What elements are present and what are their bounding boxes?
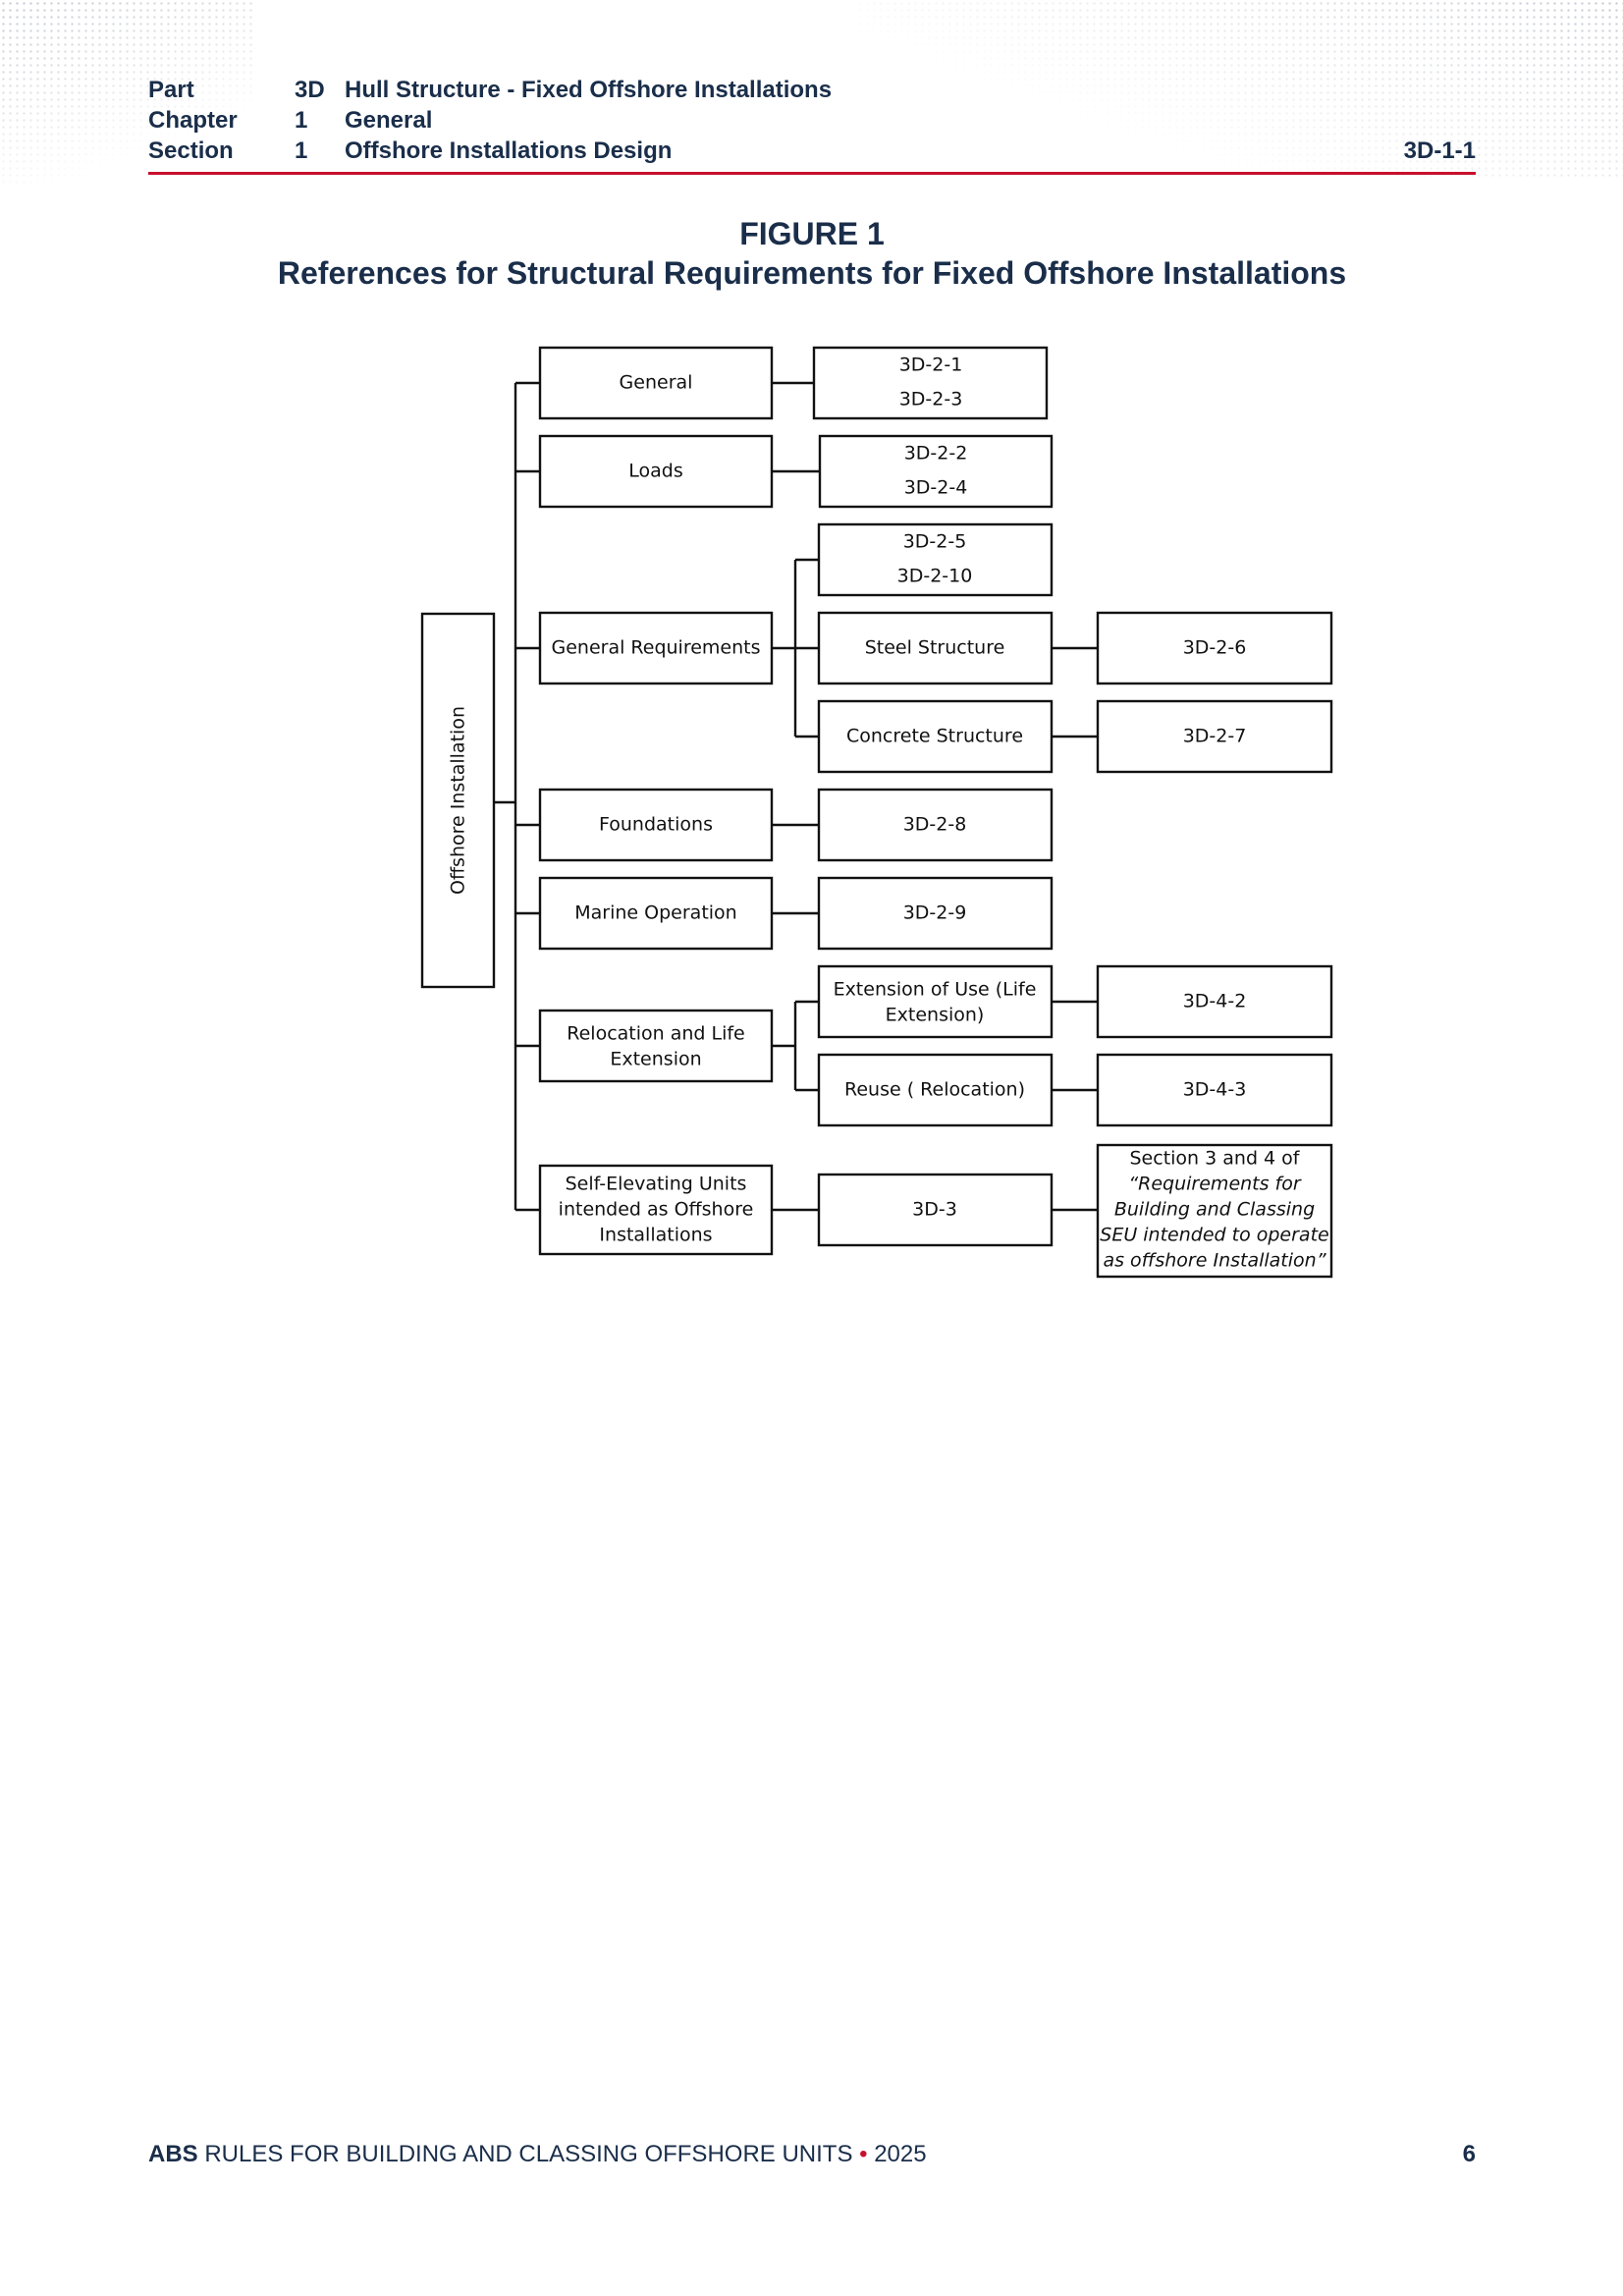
section-number: 1: [295, 137, 308, 164]
node-concrete-structure: Concrete Structure: [817, 699, 1054, 774]
node-marine-operation-label: Marine Operation: [574, 902, 736, 924]
part-title: Hull Structure - Fixed Offshore Installa…: [345, 77, 833, 103]
chapter-title: General: [345, 107, 433, 134]
node-loads: Loads: [538, 434, 774, 509]
seu-doc-line1: Section 3 and 4 of: [1130, 1148, 1301, 1170]
header-part-row: Part 3D Hull Structure - Fixed Offshore …: [148, 75, 1476, 105]
node-reuse-ref: 3D-4-3: [1096, 1053, 1333, 1127]
node-self-elevating-units: Self-Elevating Units intended as Offshor…: [538, 1164, 774, 1256]
node-reuse-relocation: Reuse ( Relocation): [817, 1053, 1054, 1127]
page-number: 6: [1462, 2141, 1476, 2167]
node-offshore-installation: Offshore Installation: [420, 612, 496, 989]
node-seu-label-line3: Installations: [599, 1225, 712, 1246]
ref-3d-2-8: 3D-2-8: [903, 814, 967, 836]
footer-brand: ABS: [148, 2141, 198, 2167]
section-title: Offshore Installations Design: [345, 137, 673, 164]
ref-3d-4-2: 3D-4-2: [1183, 991, 1247, 1012]
ref-3d-2-3: 3D-2-3: [899, 389, 963, 410]
figure-title: References for Structural Requirements f…: [277, 255, 1347, 291]
node-seu-label-line1: Self-Elevating Units: [566, 1174, 747, 1195]
node-general-refs: 3D-2-1 3D-2-3: [812, 346, 1049, 420]
node-extension-of-use-line1: Extension of Use (Life: [834, 979, 1037, 1001]
node-foundations-label: Foundations: [599, 814, 713, 836]
running-header: Part 3D Hull Structure - Fixed Offshore …: [148, 75, 1476, 166]
section-label: Section: [148, 137, 234, 164]
node-loads-refs: 3D-2-2 3D-2-4: [818, 434, 1054, 509]
chapter-label: Chapter: [148, 107, 238, 134]
node-relocation-life-extension: Relocation and Life Extension: [538, 1009, 774, 1083]
node-relocation-label-line2: Extension: [610, 1049, 701, 1070]
node-loads-label: Loads: [628, 461, 682, 482]
footer-separator: •: [859, 2141, 868, 2167]
ref-3d-2-5: 3D-2-5: [903, 531, 967, 553]
ref-3d-2-10: 3D-2-10: [897, 566, 973, 587]
node-extension-of-use-line2: Extension): [886, 1005, 985, 1026]
node-offshore-installation-label: Offshore Installation: [448, 706, 469, 895]
chapter-number: 1: [295, 107, 308, 134]
node-seu-label-line2: intended as Offshore: [559, 1199, 754, 1221]
node-extension-of-use-ref: 3D-4-2: [1096, 964, 1333, 1039]
footer-year: 2025: [867, 2141, 927, 2167]
node-general-requirements: General Requirements: [538, 611, 774, 685]
seu-doc-line4: SEU intended to operate: [1100, 1225, 1328, 1246]
header-rule: [148, 172, 1476, 175]
node-general-requirements-label: General Requirements: [551, 637, 760, 659]
node-concrete-ref: 3D-2-7: [1096, 699, 1333, 774]
ref-3d-2-4: 3D-2-4: [904, 477, 968, 499]
header-chapter-row: Chapter 1 General: [148, 105, 1476, 136]
seu-doc-line3: Building and Classing: [1114, 1199, 1315, 1221]
ref-3d-2-1: 3D-2-1: [899, 355, 963, 376]
part-label: Part: [148, 77, 194, 103]
ref-3d-2-6: 3D-2-6: [1183, 637, 1247, 659]
node-general: General: [538, 346, 774, 420]
part-number: 3D: [295, 77, 325, 103]
node-foundations: Foundations: [538, 788, 774, 862]
node-extension-of-use: Extension of Use (Life Extension): [817, 964, 1054, 1039]
node-seu-ref: 3D-3: [817, 1173, 1054, 1247]
node-general-label: General: [620, 372, 693, 394]
ref-3d-3: 3D-3: [912, 1199, 957, 1221]
header-section-row: Section 1 Offshore Installations Design …: [148, 136, 1476, 166]
ref-3d-2-2: 3D-2-2: [904, 443, 968, 465]
diagram-connectors: [494, 381, 1098, 1212]
node-steel-structure-label: Steel Structure: [865, 637, 1005, 659]
ref-3d-4-3: 3D-4-3: [1183, 1079, 1247, 1101]
node-steel-ref: 3D-2-6: [1096, 611, 1333, 685]
ref-3d-2-9: 3D-2-9: [903, 902, 967, 924]
node-marine-operation-ref: 3D-2-9: [817, 876, 1054, 951]
ref-3d-2-7: 3D-2-7: [1183, 726, 1247, 747]
node-reuse-relocation-label: Reuse ( Relocation): [844, 1079, 1025, 1101]
node-seu-document: Section 3 and 4 of “Requirements for Bui…: [1096, 1143, 1333, 1279]
node-steel-structure: Steel Structure: [817, 611, 1054, 685]
page-footer: ABS RULES FOR BUILDING AND CLASSING OFFS…: [148, 2141, 1476, 2168]
node-general-requirements-refs: 3D-2-5 3D-2-10: [817, 522, 1054, 597]
node-foundations-ref: 3D-2-8: [817, 788, 1054, 862]
footer-title: RULES FOR BUILDING AND CLASSING OFFSHORE…: [197, 2141, 860, 2167]
seu-doc-line2: “Requirements for: [1128, 1174, 1302, 1195]
node-marine-operation: Marine Operation: [538, 876, 774, 951]
seu-doc-line5: as offshore Installation”: [1103, 1250, 1325, 1272]
node-relocation-label-line1: Relocation and Life: [567, 1023, 745, 1045]
figure-number: FIGURE 1: [739, 216, 885, 251]
node-concrete-structure-label: Concrete Structure: [846, 726, 1023, 747]
section-reference: 3D-1-1: [1403, 137, 1476, 164]
